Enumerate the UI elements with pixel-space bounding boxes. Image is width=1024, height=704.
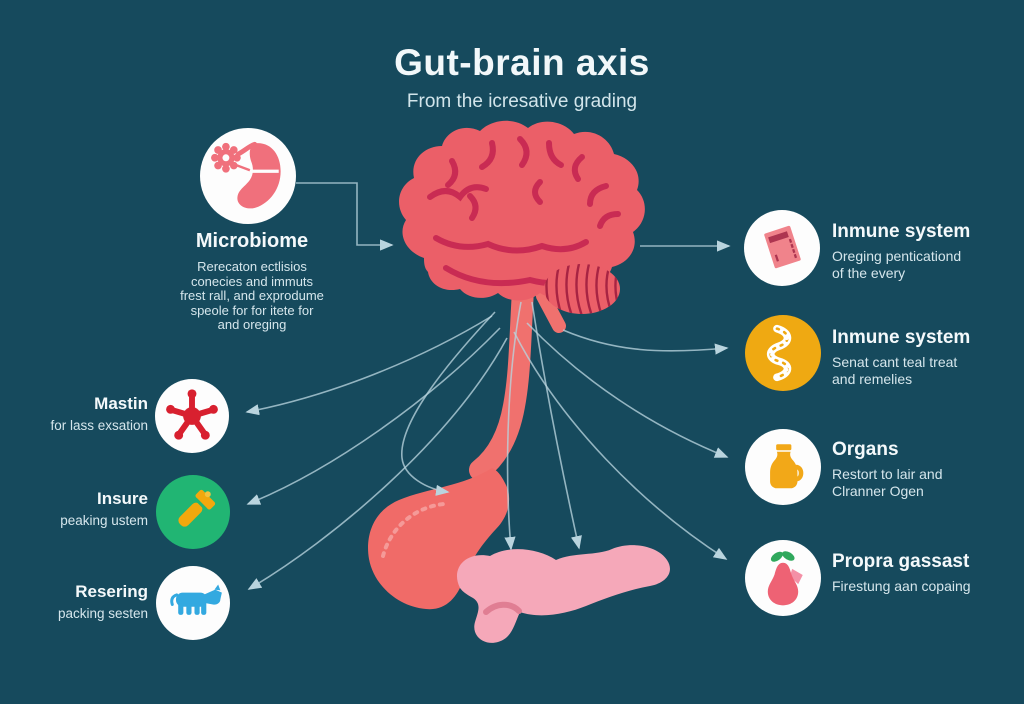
connector-to-stomach bbox=[401, 311, 496, 496]
pear-icon bbox=[767, 551, 803, 606]
microbiome-circle bbox=[200, 128, 296, 224]
microbiome-title: Microbiome bbox=[195, 230, 309, 252]
organs-text-block: Organs Restort to lair and Clranner Ogen bbox=[832, 439, 1022, 500]
mastin-text-block: Mastin for lass exsation bbox=[18, 394, 148, 433]
microbiome-body-line: frest rall, and exprodume bbox=[180, 288, 324, 303]
connector-to-pancreas-1 bbox=[504, 301, 522, 551]
immune1-title: Inmune system bbox=[832, 221, 971, 242]
stomach-shape bbox=[237, 143, 281, 209]
immune1-line1: Oreging penticationd bbox=[832, 248, 962, 264]
brain-sulci bbox=[427, 136, 621, 287]
immune2-title: Inmune system bbox=[832, 327, 971, 348]
immune1-line2: of the every bbox=[832, 265, 906, 281]
connector-to-propra bbox=[513, 331, 728, 560]
brain-illustration bbox=[399, 120, 645, 314]
mastin-circle bbox=[155, 379, 229, 453]
mastin-title: Mastin bbox=[94, 394, 148, 413]
organs-circle bbox=[745, 429, 821, 505]
microbiome-body-line: Rerecaton ectlisios bbox=[197, 259, 307, 274]
immune1-text-block: Inmune system Oreging penticationd of th… bbox=[832, 221, 1022, 282]
immune2-text-block: Inmune system Senat cant teal treat and … bbox=[832, 327, 1022, 388]
insure-circle bbox=[156, 475, 230, 549]
header: Gut-brain axis From the icresative gradi… bbox=[262, 42, 782, 113]
propra-text-block: Propra gassast Firestung aan copaing bbox=[832, 551, 1022, 595]
microbiome-body-line: conecies and immuts bbox=[190, 273, 314, 289]
page-subtitle: From the icresative grading bbox=[406, 91, 638, 112]
mastin-subtitle: for lass exsation bbox=[50, 418, 148, 433]
pancreas-illustration bbox=[456, 545, 670, 643]
flashlight-icon bbox=[178, 489, 216, 527]
resering-circle bbox=[156, 566, 230, 640]
immune2-line2: and remelies bbox=[832, 371, 913, 387]
esophagus-illustration bbox=[469, 279, 566, 481]
connector-to-pancreas-2 bbox=[531, 301, 582, 550]
microbiome-body-line: and oreging bbox=[217, 317, 287, 332]
blob-faint-marks bbox=[381, 502, 446, 558]
microbiome-text-block: Microbiome Rerecaton ectlisios conecies … bbox=[132, 230, 372, 333]
virus-icon bbox=[166, 389, 218, 440]
resering-subtitle: packing sesten bbox=[57, 606, 148, 621]
microbiome-body-line: speole for for itete for bbox=[190, 302, 314, 318]
propra-line1: Firestung aan copaing bbox=[832, 578, 971, 594]
organs-title: Organs bbox=[832, 439, 899, 460]
connector-microbiome-to-brain bbox=[296, 182, 394, 251]
report-card-icon bbox=[764, 225, 801, 269]
resering-text-block: Resering packing sesten bbox=[18, 582, 148, 621]
immune1-circle bbox=[744, 210, 820, 286]
insure-title: Insure bbox=[96, 489, 148, 508]
jug-icon bbox=[770, 444, 804, 489]
connector-to-organs bbox=[526, 322, 729, 458]
insure-subtitle: peaking ustem bbox=[60, 513, 148, 528]
insure-text-block: Insure peaking ustem bbox=[18, 489, 148, 528]
immune2-line1: Senat cant teal treat bbox=[832, 354, 958, 370]
dna-icon bbox=[766, 324, 792, 382]
connector-to-resering bbox=[247, 337, 508, 590]
stomach-gear-icon bbox=[211, 141, 281, 209]
connector-to-mastin bbox=[245, 315, 493, 416]
organs-line1: Restort to lair and bbox=[832, 466, 943, 482]
immune2-circle bbox=[745, 315, 821, 391]
connector-lines bbox=[245, 182, 731, 590]
stomach-blob-illustration bbox=[368, 468, 510, 610]
resering-title: Resering bbox=[75, 582, 148, 601]
propra-circle bbox=[745, 540, 821, 616]
connector-to-insure bbox=[246, 327, 501, 505]
cow-icon bbox=[170, 584, 222, 615]
organs-line2: Clranner Ogen bbox=[832, 483, 924, 499]
connector-to-immune2 bbox=[562, 329, 729, 355]
page-title: Gut-brain axis bbox=[394, 42, 650, 83]
propra-title: Propra gassast bbox=[832, 551, 970, 572]
